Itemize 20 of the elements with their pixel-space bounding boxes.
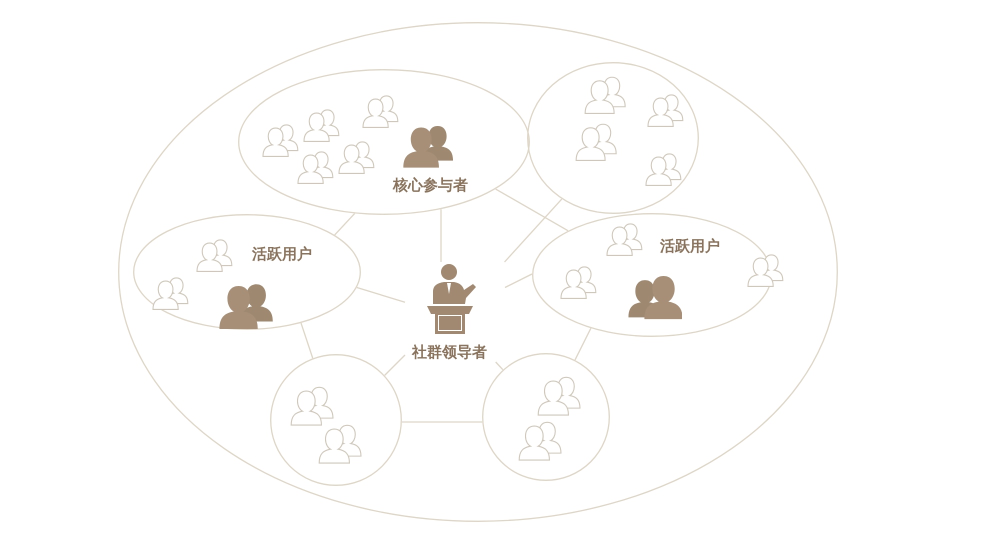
connector-line	[402, 421, 482, 423]
connector-line	[356, 286, 406, 303]
group-label: 核心参与者	[393, 175, 468, 195]
connector-line	[440, 209, 442, 262]
connector-line	[495, 188, 568, 232]
connector-line	[495, 362, 504, 370]
group-ellipse	[118, 22, 838, 522]
group-label: 活跃用户	[660, 236, 720, 256]
connector-line	[300, 322, 314, 358]
group-ellipse	[270, 354, 402, 486]
group-ellipse	[238, 69, 530, 215]
group-label: 社群领导者	[412, 342, 487, 362]
connector-line	[504, 198, 562, 262]
connector-line	[334, 213, 356, 236]
group-label: 活跃用户	[252, 244, 312, 264]
group-ellipse	[527, 62, 699, 214]
connector-line	[384, 354, 406, 376]
group-ellipse	[133, 214, 361, 330]
connector-line	[504, 273, 532, 288]
connector-line	[574, 328, 592, 360]
